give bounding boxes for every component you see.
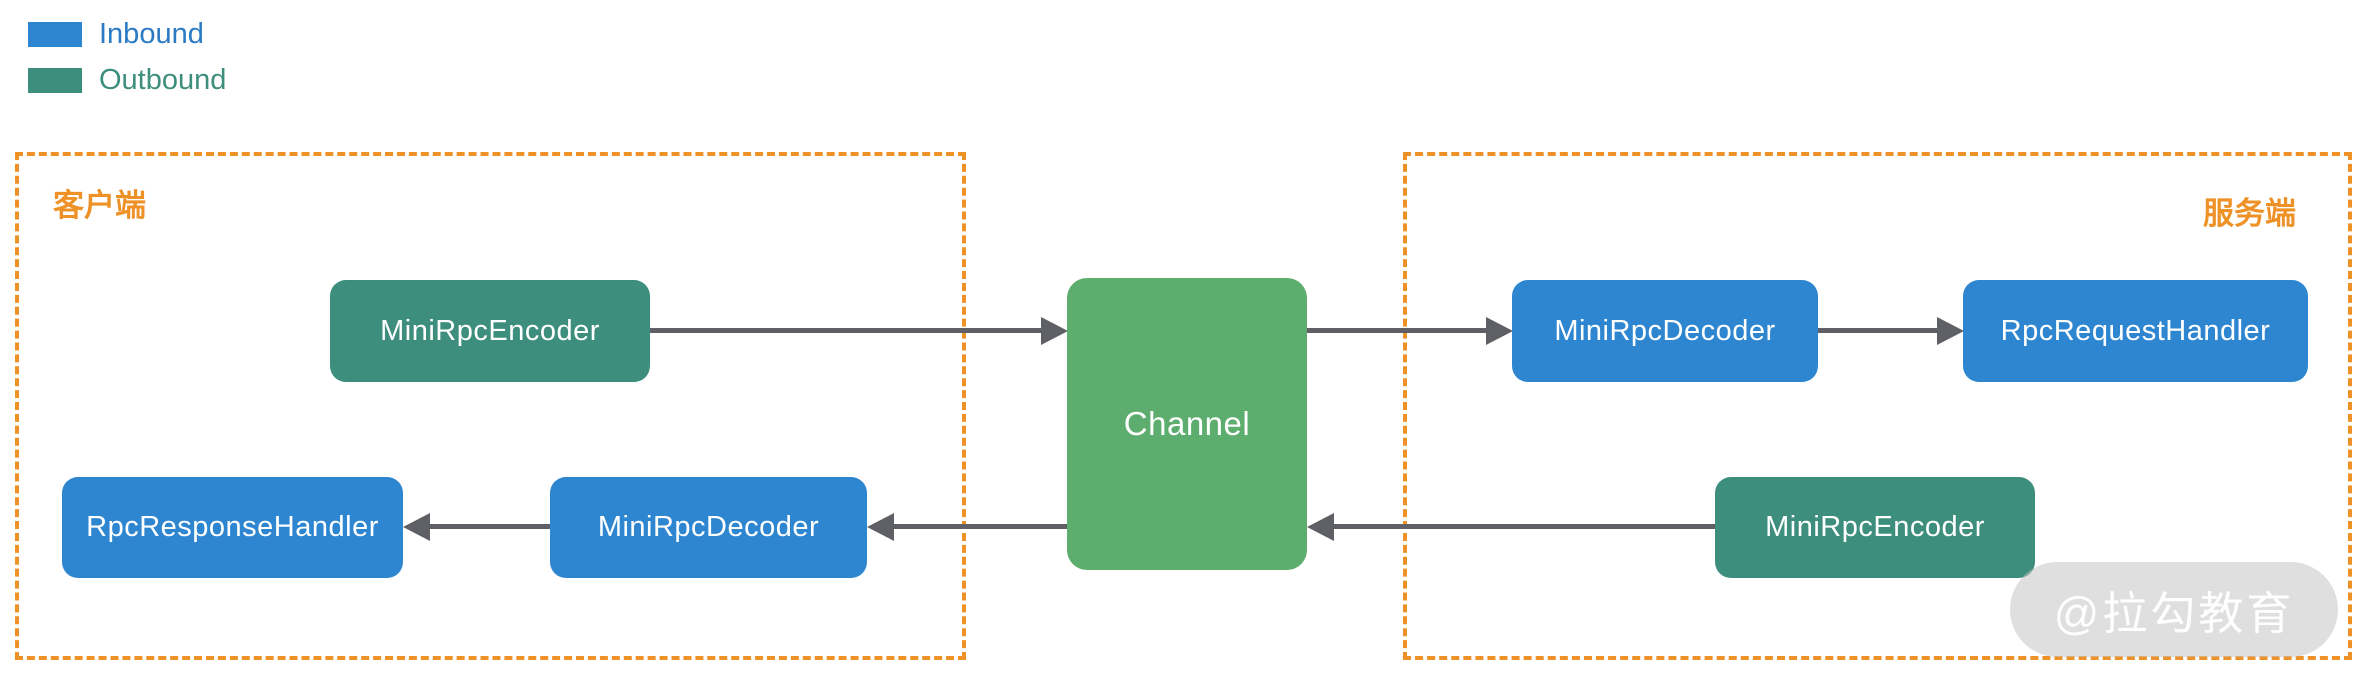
node-rpc-request-handler: RpcRequestHandler <box>1963 280 2308 382</box>
server-group-label: 服务端 <box>2203 196 2296 231</box>
arrowhead-into-channel-right <box>1307 513 1334 541</box>
arrowhead-into-response-handler <box>403 513 430 541</box>
node-server-mini-rpc-encoder: MiniRpcEncoder <box>1715 477 2035 578</box>
arrow-line-channel-to-client-decoder <box>893 524 1067 529</box>
legend-item-inbound: Inbound <box>28 18 226 50</box>
watermark-badge: @拉勾教育 <box>2010 562 2338 657</box>
node-channel: Channel <box>1067 278 1307 570</box>
arrow-line-server-decoder-to-request-handler <box>1818 328 1937 333</box>
node-client-mini-rpc-decoder: MiniRpcDecoder <box>550 477 867 578</box>
legend-label-inbound: Inbound <box>99 18 204 50</box>
node-rpc-response-handler: RpcResponseHandler <box>62 477 403 578</box>
node-server-mini-rpc-decoder: MiniRpcDecoder <box>1512 280 1818 382</box>
node-client-mini-rpc-encoder: MiniRpcEncoder <box>330 280 650 382</box>
arrow-line-server-encoder-to-channel <box>1333 524 1715 529</box>
outbound-color-swatch <box>28 67 82 93</box>
client-group-label: 客户端 <box>53 188 146 223</box>
arrowhead-into-request-handler <box>1937 317 1964 345</box>
arrow-line-channel-to-server-decoder <box>1307 328 1486 333</box>
client-group-box: 客户端 <box>15 152 966 660</box>
arrow-line-client-encoder-to-channel <box>650 328 1041 333</box>
legend-label-outbound: Outbound <box>99 64 227 96</box>
legend-item-outbound: Outbound <box>28 64 227 96</box>
arrowhead-into-client-decoder <box>867 513 894 541</box>
inbound-color-swatch <box>28 21 82 47</box>
arrowhead-into-channel-left <box>1041 317 1068 345</box>
legend: Inbound Outbound <box>28 20 226 112</box>
arrowhead-into-server-decoder <box>1486 317 1513 345</box>
arrow-line-client-decoder-to-response-handler <box>429 524 550 529</box>
server-group-box: 服务端 <box>1403 152 2352 660</box>
